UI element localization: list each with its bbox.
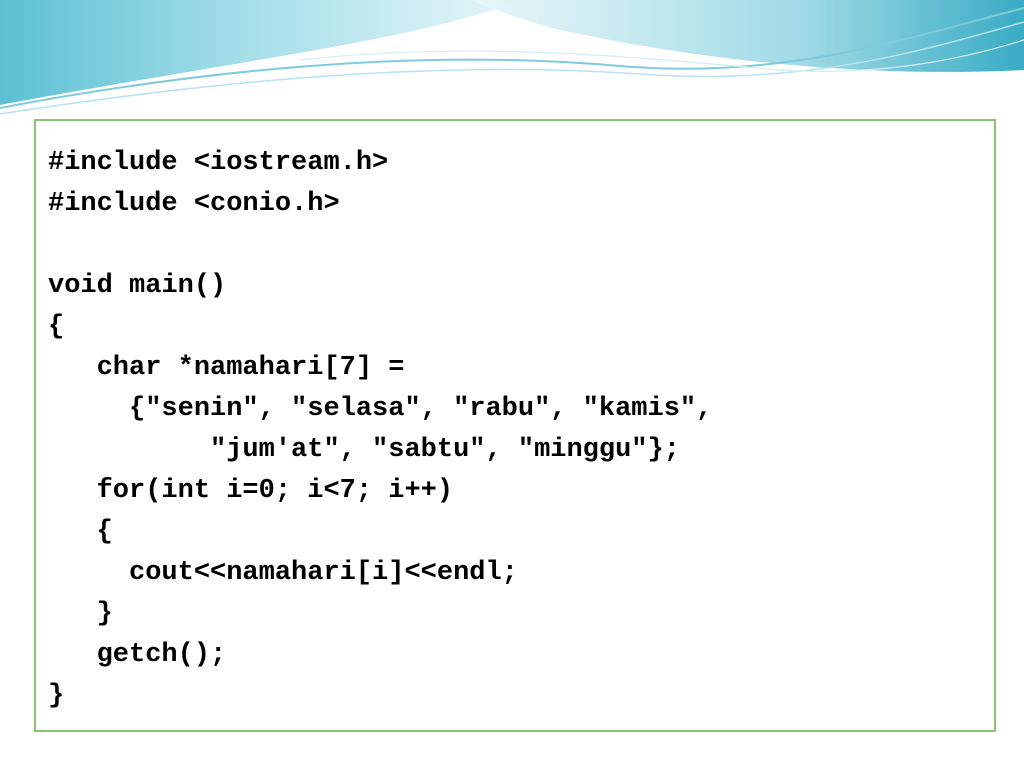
- wave-line-1: [0, 7, 1024, 109]
- wave-line-3: [299, 39, 1024, 72]
- code-box: #include <iostream.h> #include <conio.h> v…: [34, 119, 996, 732]
- header-wave-decoration: [0, 0, 1024, 115]
- code-line: #include <conio.h>: [48, 189, 340, 219]
- wave-band-main: [0, 0, 520, 105]
- code-line: cout<<namahari[i]<<endl;: [48, 558, 518, 588]
- code-line: [48, 225, 712, 266]
- code-line: for(int i=0; i<7; i++): [48, 476, 454, 506]
- code-line: {: [48, 312, 65, 342]
- code-line: char *namahari[7] =: [48, 353, 405, 383]
- code-line: void main(): [48, 271, 227, 301]
- code-line: {"senin", "selasa", "rabu", "kamis",: [48, 394, 713, 424]
- code-line: }: [48, 681, 65, 711]
- wave-line-2: [0, 21, 1024, 115]
- wave-band-right: [470, 0, 1024, 72]
- code-line: "jum'at", "sabtu", "minggu"};: [48, 435, 680, 465]
- code-block: #include <iostream.h> #include <conio.h> v…: [48, 143, 712, 717]
- code-line: }: [48, 599, 113, 629]
- code-line: getch();: [48, 640, 227, 670]
- code-line: #include <iostream.h>: [48, 148, 389, 178]
- code-line: {: [48, 517, 113, 547]
